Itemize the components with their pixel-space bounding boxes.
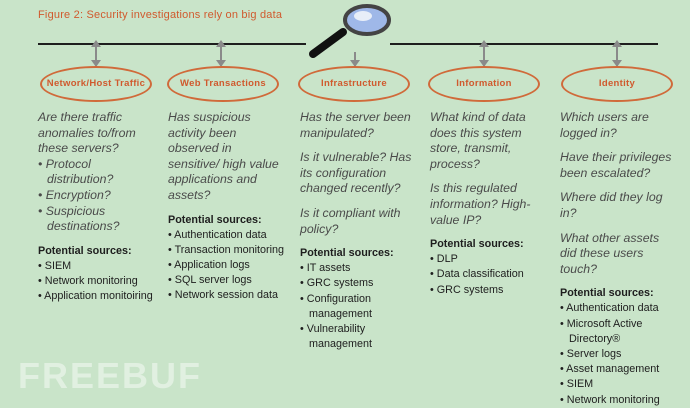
- column-identity: Which users are logged in? Have their pr…: [560, 110, 678, 408]
- heading-web-transactions: Web Transactions: [180, 78, 266, 89]
- source-item: • Vulnerability management: [300, 322, 373, 351]
- source-item: • Microsoft Active Directory®: [560, 317, 643, 345]
- sources-title: Potential sources:: [168, 213, 262, 226]
- source-item: • Authentication data: [168, 228, 267, 241]
- question: Has suspicious activity been observed in…: [168, 110, 279, 202]
- heading-network-host-traffic: Network/Host Traffic: [46, 78, 146, 89]
- column-infrastructure: Has the server been manipulated? Is it v…: [300, 110, 412, 352]
- figure-title: Figure 2: Security investigations rely o…: [38, 9, 283, 21]
- question: Where did they log in?: [560, 190, 663, 220]
- sources-title: Potential sources:: [560, 287, 654, 300]
- oval-identity: Identity: [561, 66, 673, 102]
- source-item: • Server logs: [560, 347, 622, 360]
- source-item: • IT assets: [300, 262, 351, 275]
- sources-title: Potential sources:: [38, 244, 132, 257]
- question: What other assets did these users touch?: [560, 230, 660, 276]
- source-item: • Application monitoiring: [38, 290, 153, 303]
- oval-information: Information: [428, 66, 540, 102]
- question: Are there traffic anomalies to/from thes…: [38, 110, 136, 156]
- horizontal-line-right: [390, 43, 658, 45]
- oval-network-host-traffic: Network/Host Traffic: [40, 66, 152, 102]
- question: Is it vulnerable? Has its configuration …: [300, 150, 412, 196]
- sources-title: Potential sources:: [430, 238, 524, 251]
- source-item: • Configuration management: [300, 292, 373, 320]
- source-item: • SIEM: [560, 378, 594, 391]
- heading-infrastructure: Infrastructure: [321, 78, 387, 89]
- horizontal-line-left: [38, 43, 306, 45]
- question: What kind of data does this system store…: [430, 110, 526, 171]
- sources-title: Potential sources:: [300, 247, 394, 260]
- source-item: • GRC systems: [300, 277, 374, 290]
- oval-web-transactions: Web Transactions: [167, 66, 279, 102]
- source-item: • Data classification: [430, 268, 524, 281]
- question: Is it compliant with policy?: [300, 205, 401, 236]
- source-item: • SIEM: [38, 259, 72, 272]
- heading-identity: Identity: [598, 78, 636, 89]
- column-network-host-traffic: Are there traffic anomalies to/from thes…: [38, 110, 156, 304]
- column-web-transactions: Has suspicious activity been observed in…: [168, 110, 286, 304]
- source-item: • Transaction monitoring: [168, 243, 285, 256]
- sub-question: • Protocol distribution?: [38, 156, 114, 187]
- source-item: • Network session data: [168, 289, 278, 302]
- heading-information: Information: [456, 78, 512, 89]
- question: Is this regulated information? High-valu…: [430, 181, 531, 227]
- watermark: FREEBUF: [18, 355, 202, 396]
- magnifying-glass-icon: [309, 4, 391, 58]
- source-item: • Asset management: [560, 363, 660, 376]
- oval-infrastructure: Infrastructure: [298, 66, 410, 102]
- source-item: • SQL server logs: [168, 274, 252, 287]
- question: Have their privileges been escalated?: [560, 150, 672, 180]
- question: Has the server been manipulated?: [300, 110, 411, 140]
- source-item: • DLP: [430, 253, 458, 266]
- source-item: • Authentication data: [560, 302, 659, 315]
- question: Which users are logged in?: [560, 110, 649, 140]
- source-item: • GRC systems: [430, 283, 504, 296]
- source-item: • Network monitoring: [38, 274, 138, 287]
- sub-question: • Suspicious destinations?: [38, 203, 120, 234]
- column-information: What kind of data does this system store…: [430, 110, 538, 298]
- source-item: • Application logs: [168, 258, 250, 271]
- sub-question: • Encryption?: [38, 187, 111, 202]
- source-item: • Network monitoring: [560, 393, 660, 406]
